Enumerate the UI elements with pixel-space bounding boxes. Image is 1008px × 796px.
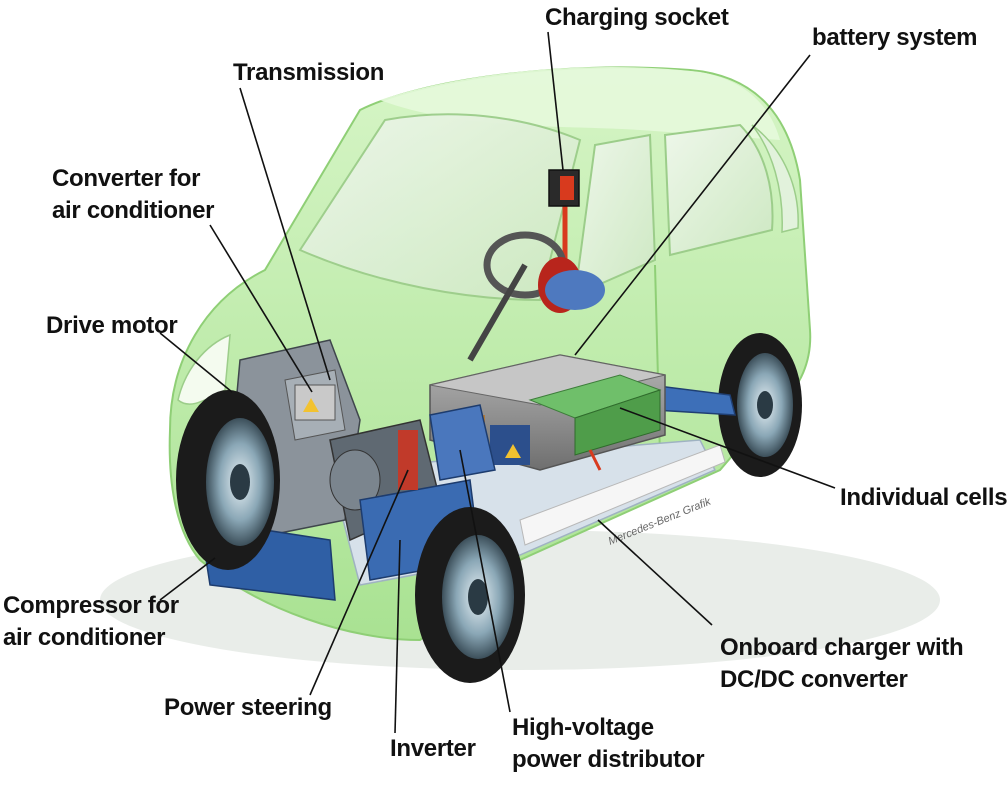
car-roof <box>380 67 780 140</box>
hv-distributor-unit <box>429 404 496 481</box>
label-charging-socket: Charging socket <box>545 4 729 31</box>
leader-inverter <box>394 539 401 734</box>
heater-unit <box>545 270 605 310</box>
leader-power-steering <box>309 469 409 696</box>
leader-hv-distributor <box>459 449 511 713</box>
front-left-wheel <box>176 390 280 570</box>
rear-wheel <box>718 333 802 477</box>
label-hv-line2: power distributor <box>512 746 705 773</box>
warning-sign-2 <box>303 398 319 412</box>
battery-cable <box>588 449 602 471</box>
leader-compressor <box>159 557 216 601</box>
ac-converter-box <box>294 384 336 421</box>
label-power-steering: Power steering <box>164 694 332 721</box>
leader-individual-cells <box>619 407 836 489</box>
windshield <box>298 113 582 302</box>
chassis-rail <box>519 444 726 546</box>
leader-onboard-charger <box>597 519 713 626</box>
label-battery-system: battery system <box>812 24 978 51</box>
leader-lines <box>159 31 836 734</box>
leader-transmission <box>239 87 331 381</box>
label-onboard-line2: DC/DC converter <box>720 666 908 693</box>
label-individual-cells: Individual cells <box>840 484 1008 511</box>
label-hv-line1: High-voltage <box>512 714 654 741</box>
side-window-front <box>573 133 657 297</box>
label-converter-for-air-conditioner: Converter for air conditioner <box>52 163 215 227</box>
label-drive-motor: Drive motor <box>46 312 178 339</box>
label-compressor-line1: Compressor for <box>3 592 179 619</box>
power-steering-unit <box>398 430 418 490</box>
transmission-gear <box>329 449 381 511</box>
label-onboard-line1: Onboard charger with <box>720 634 964 661</box>
label-compressor-line2: air conditioner <box>3 624 166 651</box>
label-onboard-charger: Onboard charger with DC/DC converter <box>720 632 964 696</box>
charging-socket-face <box>560 176 574 200</box>
side-window-rear <box>663 123 774 257</box>
label-converter-line1: Converter for <box>52 165 201 192</box>
label-converter-line2: air conditioner <box>52 197 215 224</box>
leader-converter <box>209 224 313 393</box>
leader-drive-motor <box>159 332 233 393</box>
warning-sign-1 <box>505 444 521 458</box>
battery-cells-side <box>574 389 661 456</box>
leader-battery-system <box>574 54 811 356</box>
rear-quarter-window <box>751 124 799 233</box>
label-transmission: Transmission <box>233 59 385 86</box>
front-right-wheel <box>415 507 525 683</box>
label-compressor-for-air-conditioner: Compressor for air conditioner <box>3 590 179 654</box>
label-inverter: Inverter <box>390 735 476 762</box>
label-high-voltage-power-distributor: High-voltage power distributor <box>512 712 705 776</box>
battery-module-blue <box>490 425 530 465</box>
leader-charging-socket <box>547 31 564 171</box>
